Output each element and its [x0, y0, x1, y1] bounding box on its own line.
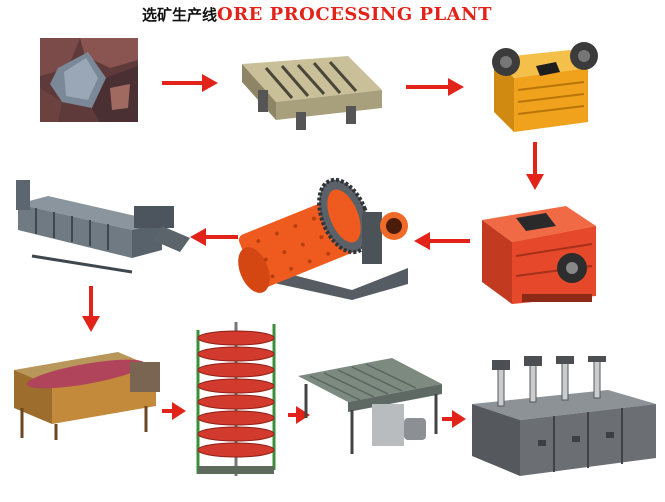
jaw-crusher-image: [484, 38, 602, 134]
flow-arrow-2: [404, 76, 466, 98]
shaking-table-image: [296, 354, 446, 460]
ball-mill-image: [232, 172, 412, 300]
flow-arrow-7: [160, 400, 188, 422]
flow-arrow-4: [414, 230, 472, 252]
magnetic-separator-icon: [6, 348, 164, 440]
vibrating-feeder-image: [236, 50, 386, 132]
spiral-chute-image: [188, 320, 284, 478]
title-chinese: 选矿生产线: [142, 6, 217, 24]
ore-rock-icon: [40, 38, 138, 122]
title-english: ORE PROCESSING PLANT: [217, 4, 492, 25]
impact-crusher-image: [476, 196, 600, 306]
spiral-classifier-image: [12, 176, 192, 274]
ball-mill-icon: [232, 172, 412, 300]
flow-arrow-1: [160, 72, 220, 94]
flotation-machine-image: [468, 356, 660, 480]
flotation-machine-icon: [468, 356, 660, 480]
shaking-table-icon: [296, 354, 446, 460]
page-title: 选矿生产线ORE PROCESSING PLANT: [142, 4, 492, 28]
impact-crusher-icon: [476, 196, 600, 306]
raw-ore-image: [40, 38, 138, 122]
vibrating-feeder-icon: [236, 50, 386, 132]
flow-arrow-9: [440, 408, 468, 430]
spiral-classifier-icon: [12, 176, 192, 274]
flow-arrow-3: [524, 140, 546, 192]
magnetic-separator-image: [6, 348, 164, 440]
spiral-chute-icon: [188, 320, 284, 478]
flow-arrow-5: [190, 226, 240, 248]
flow-arrow-6: [80, 284, 102, 334]
jaw-crusher-icon: [484, 38, 602, 134]
